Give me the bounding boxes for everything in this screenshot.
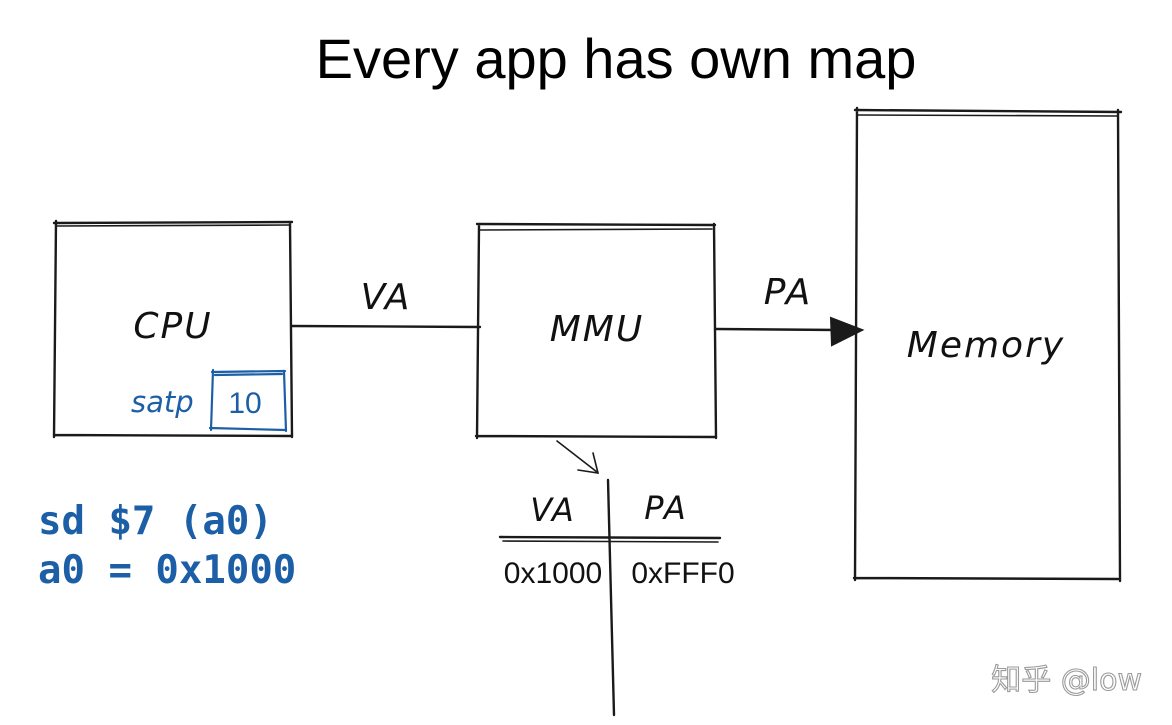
code-line-store: sd $7 (a0) bbox=[38, 499, 273, 544]
mmu-to-table-arrow bbox=[556, 440, 600, 474]
page-table-cell-va: 0x1000 bbox=[504, 557, 602, 590]
page-table-header-pa: PA bbox=[644, 489, 688, 527]
va-connector-line bbox=[290, 324, 482, 329]
pa-arrow-label: PA bbox=[764, 272, 813, 313]
page-table: VA PA 0x1000 0xFFF0 bbox=[498, 478, 735, 717]
cpu-box: CPU satp 10 bbox=[52, 219, 294, 439]
mmu-label: MMU bbox=[550, 309, 644, 350]
page-table-cell-pa: 0xFFF0 bbox=[631, 557, 734, 590]
memory-label: Memory bbox=[907, 325, 1065, 366]
satp-register-box bbox=[208, 368, 288, 433]
satp-register-label: satp bbox=[131, 385, 194, 419]
memory-box: Memory bbox=[852, 106, 1123, 583]
code-line-assign: a0 = 0x1000 bbox=[38, 548, 296, 593]
va-arrow-label: VA bbox=[361, 277, 412, 318]
diagram-title: Every app has own map bbox=[316, 27, 917, 90]
page-table-header-va: VA bbox=[530, 491, 576, 529]
mmu-box: MMU bbox=[474, 222, 718, 440]
satp-register-value: 10 bbox=[228, 387, 261, 420]
pa-arrow bbox=[714, 316, 865, 347]
watermark-text: 知乎 @low bbox=[991, 663, 1142, 698]
cpu-label: CPU bbox=[133, 306, 212, 347]
